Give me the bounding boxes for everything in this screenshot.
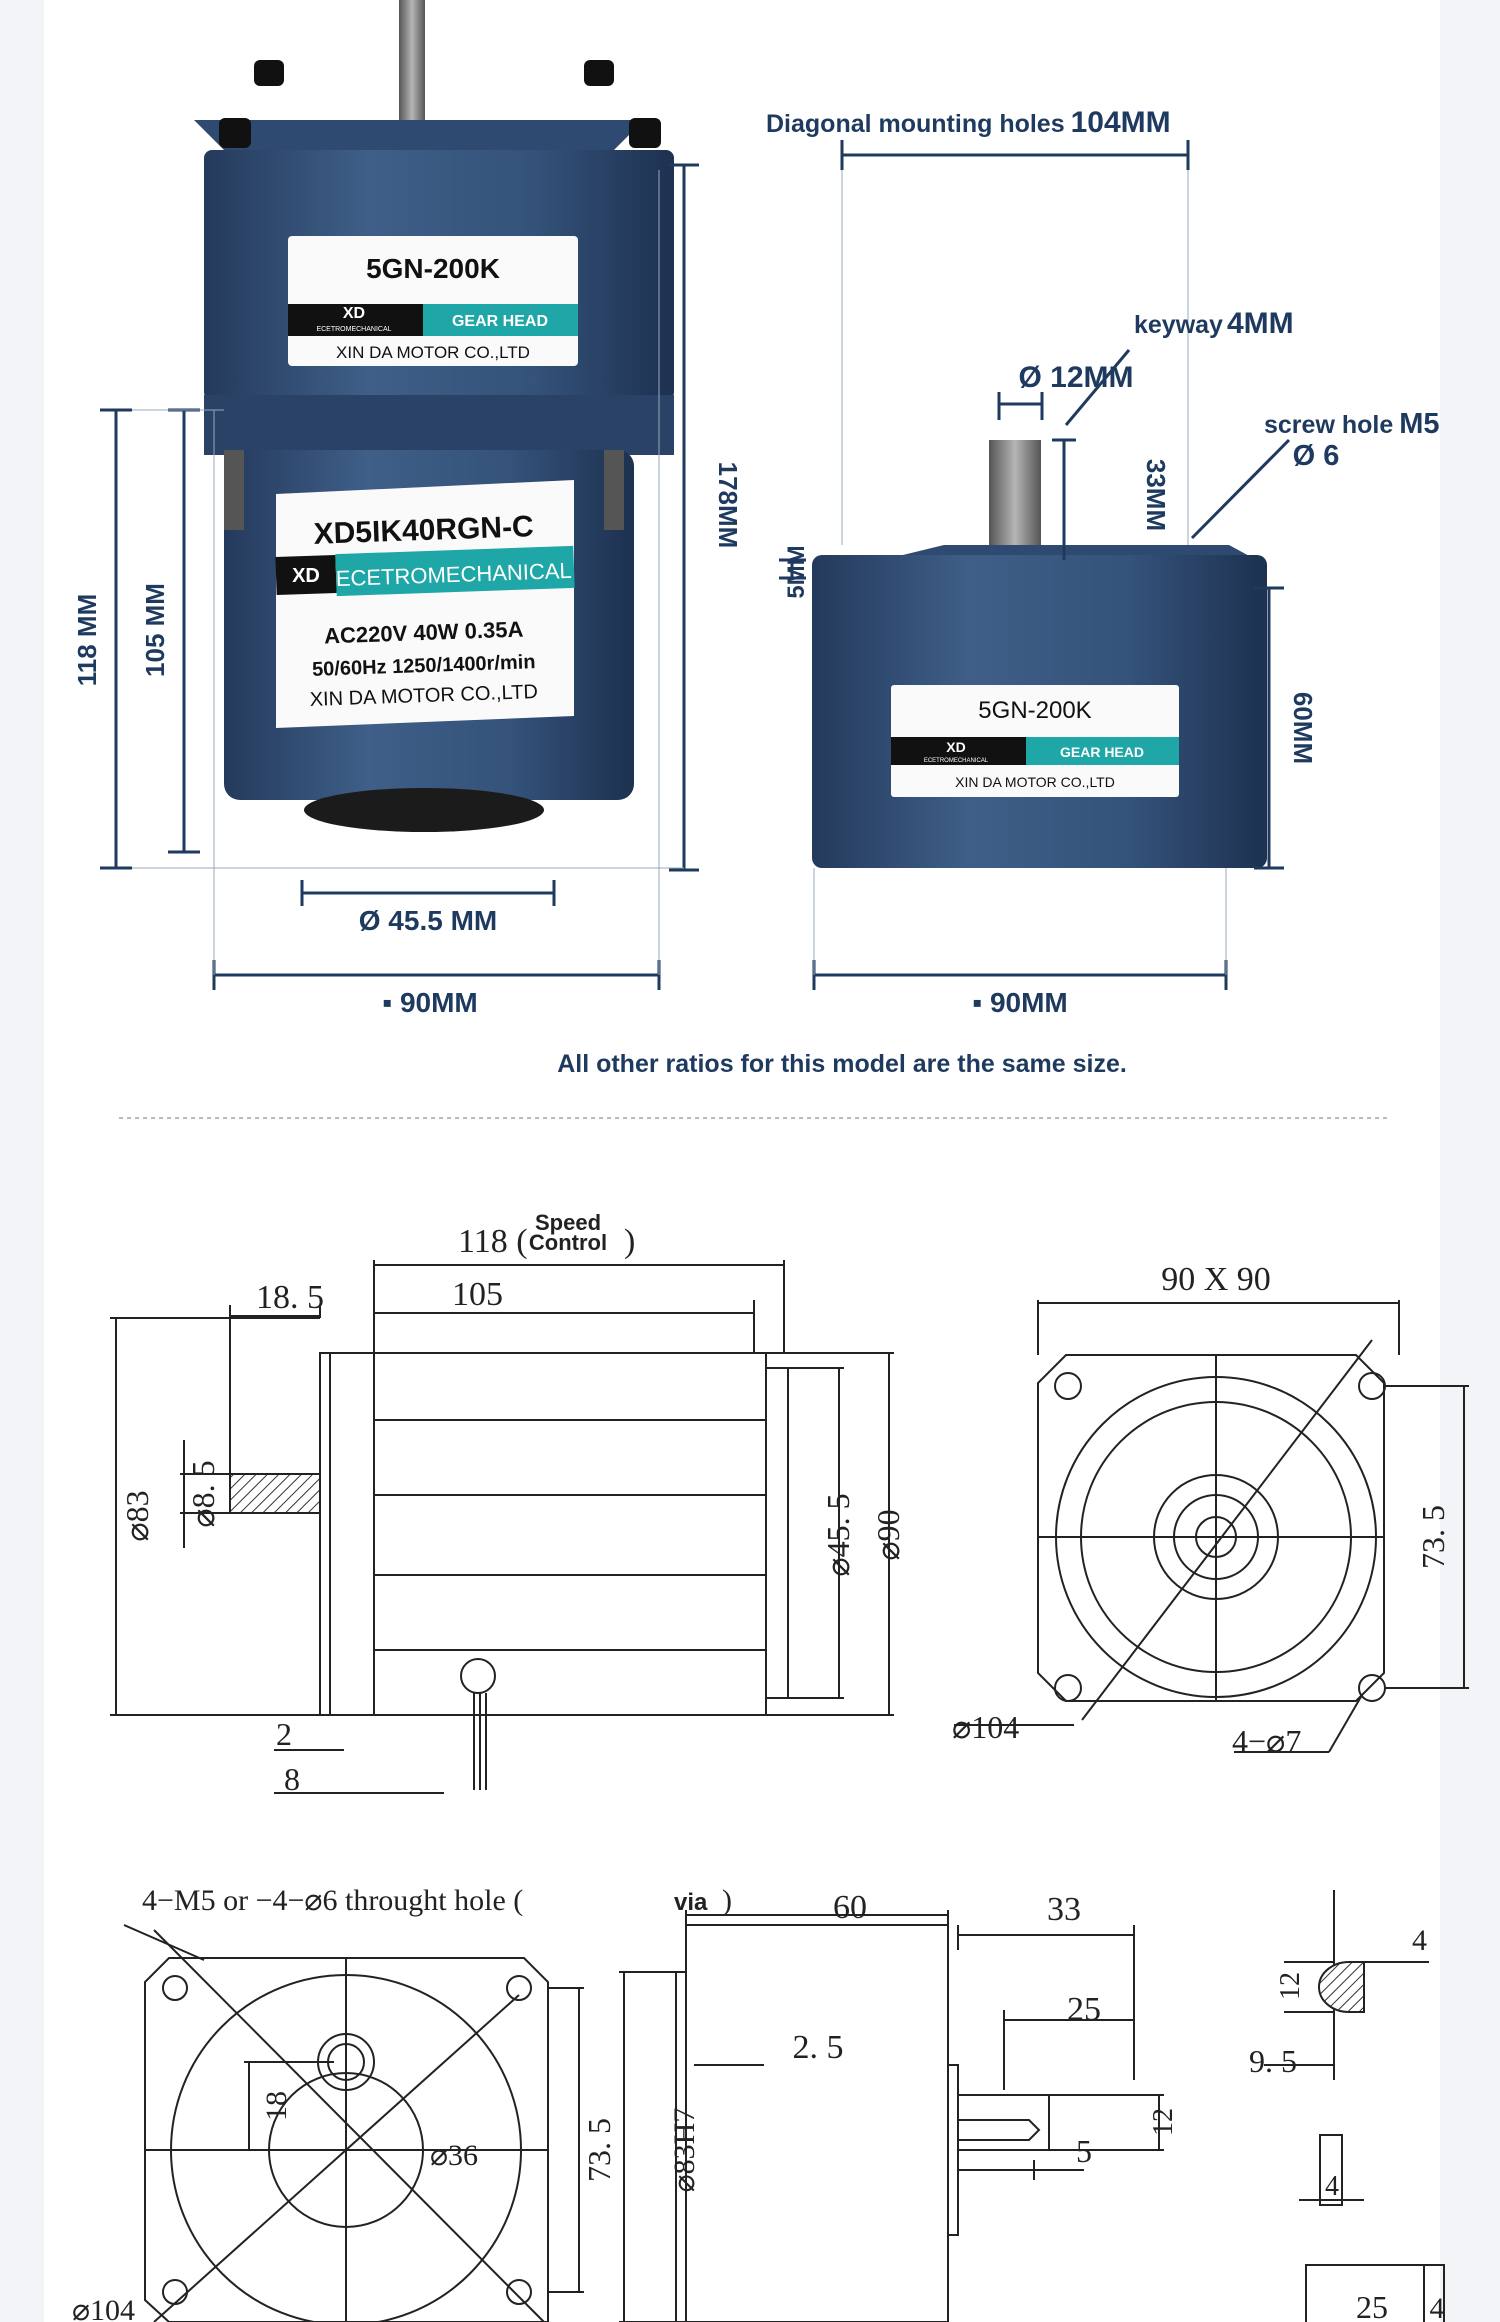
svg-text:ECETROMECHANICAL: ECETROMECHANICAL bbox=[924, 758, 989, 764]
drawing-side-view bbox=[110, 1260, 894, 1794]
dimension-sheet: 5GN-200K XD ECETROMECHANICAL GEAR HEAD X… bbox=[72, 0, 1469, 2322]
svg-text:Ø 6: Ø 6 bbox=[1293, 440, 1340, 472]
svg-text:2. 5: 2. 5 bbox=[793, 2029, 844, 2066]
svg-text:60: 60 bbox=[833, 1889, 867, 1926]
drawing-front-view-text: 90 X 90 73. 5 ⌀104 4−⌀7 bbox=[952, 1261, 1451, 1759]
drawing-gearbox-note: 4−M5 or −4−⌀6 throught hole ( via ) bbox=[142, 1884, 732, 1917]
svg-text:4−⌀7: 4−⌀7 bbox=[1232, 1723, 1301, 1759]
dim-diameter-label: Ø 45.5 MM bbox=[359, 905, 497, 936]
gear-label-company: XIN DA MOTOR CO.,LTD bbox=[336, 343, 530, 362]
dim-33-label: 33MM bbox=[1141, 459, 1171, 531]
shaft-hatch bbox=[229, 1473, 321, 1514]
right-extension-lines bbox=[813, 170, 1227, 975]
svg-text:⌀104: ⌀104 bbox=[952, 1709, 1019, 1745]
svg-text:Control: Control bbox=[529, 1230, 607, 1255]
svg-text:ECETROMECHANICAL: ECETROMECHANICAL bbox=[316, 326, 391, 333]
motor-shaft bbox=[399, 0, 425, 140]
gear-head-label: 5GN-200K XD ECETROMECHANICAL GEAR HEAD X… bbox=[288, 236, 578, 366]
svg-text:4: 4 bbox=[1412, 1924, 1427, 1957]
gearbox-label: 5GN-200K XD ECETROMECHANICAL GEAR HEAD X… bbox=[891, 685, 1179, 797]
svg-text:5: 5 bbox=[1076, 2133, 1092, 2169]
svg-text:GEAR HEAD: GEAR HEAD bbox=[1060, 744, 1144, 760]
svg-text:5GN-200K: 5GN-200K bbox=[978, 697, 1091, 724]
svg-text:⌀8. 5: ⌀8. 5 bbox=[185, 1460, 221, 1527]
svg-text:9. 5: 9. 5 bbox=[1249, 2043, 1297, 2079]
side-title-118: 118 ( bbox=[458, 1223, 528, 1260]
svg-text:⌀90: ⌀90 bbox=[870, 1509, 906, 1560]
dim-178-label: 178MM bbox=[713, 462, 743, 549]
dim-left-width-label: ▪ 90MM bbox=[382, 987, 478, 1018]
svg-text:2: 2 bbox=[276, 1716, 292, 1752]
svg-text:⌀104: ⌀104 bbox=[72, 2294, 135, 2322]
svg-text:4: 4 bbox=[1430, 2292, 1445, 2322]
motor-label-model: XD5IK40RGN-C bbox=[313, 510, 534, 551]
svg-text:33: 33 bbox=[1047, 1891, 1081, 1928]
svg-text:XIN DA MOTOR CO.,LTD: XIN DA MOTOR CO.,LTD bbox=[955, 774, 1115, 790]
svg-text:GEAR HEAD: GEAR HEAD bbox=[452, 313, 548, 330]
drawing-gearbox-front bbox=[123, 1924, 584, 2322]
svg-text:25: 25 bbox=[1067, 1991, 1101, 2028]
dim-5-label: 5MM bbox=[783, 545, 810, 598]
svg-text:XD: XD bbox=[343, 305, 365, 322]
product-page: 5GN-200K XD ECETROMECHANICAL GEAR HEAD X… bbox=[44, 0, 1469, 2322]
svg-text:105: 105 bbox=[452, 1276, 503, 1313]
dim-105-label: 105 MM bbox=[140, 583, 170, 677]
svg-text:12: 12 bbox=[1275, 1972, 1306, 2000]
svg-text:12: 12 bbox=[1148, 2108, 1179, 2136]
front-view-title: 90 X 90 bbox=[1161, 1261, 1271, 1298]
motor-label: XD5IK40RGN-C XD ECETROMECHANICAL AC220V … bbox=[275, 480, 575, 728]
motor-end-cap bbox=[304, 788, 544, 832]
dim-right-width-label: ▪ 90MM bbox=[972, 987, 1068, 1018]
svg-text:Speed: Speed bbox=[535, 1210, 601, 1235]
shaft-diameter-label: Ø 12MM bbox=[1018, 361, 1133, 394]
svg-text:4: 4 bbox=[1325, 2171, 1339, 2202]
svg-text:via: via bbox=[674, 1889, 708, 1916]
dim-60-label: 60MM bbox=[1288, 692, 1318, 764]
bolt-heads bbox=[219, 60, 661, 148]
svg-text:73. 5: 73. 5 bbox=[581, 2118, 617, 2182]
drawing-gearbox-front-text: 18 ⌀36 73. 5 ⌀104 bbox=[72, 2091, 617, 2322]
svg-text:XD: XD bbox=[292, 565, 320, 587]
drawing-side-view-text: 118 ( Speed Control ) 105 18. 5 ⌀83 ⌀8. … bbox=[119, 1210, 906, 1797]
drawing-gearbox-side bbox=[619, 1910, 1164, 2322]
svg-text:18: 18 bbox=[260, 2091, 293, 2121]
ratio-note: All other ratios for this model are the … bbox=[557, 1050, 1127, 1078]
svg-text:⌀45. 5: ⌀45. 5 bbox=[820, 1493, 856, 1576]
svg-text:): ) bbox=[722, 1884, 732, 1917]
gearbox-shaft bbox=[989, 440, 1041, 560]
left-dimension-lines bbox=[100, 163, 699, 990]
gear-label-model: 5GN-200K bbox=[366, 253, 500, 284]
svg-text:25: 25 bbox=[1356, 2289, 1388, 2322]
drawing-keyway-detail bbox=[1264, 1890, 1445, 2322]
svg-text:): ) bbox=[624, 1223, 635, 1260]
svg-text:XD: XD bbox=[946, 739, 965, 755]
drawing-keyway-text: 12 4 9. 5 4 25 4 bbox=[1249, 1924, 1445, 2322]
svg-text:⌀83H7: ⌀83H7 bbox=[668, 2108, 701, 2193]
dim-118-label: 118 MM bbox=[72, 594, 102, 687]
svg-text:⌀83: ⌀83 bbox=[119, 1490, 155, 1541]
svg-text:⌀36: ⌀36 bbox=[430, 2139, 478, 2172]
svg-text:8: 8 bbox=[284, 1761, 300, 1797]
drawing-front-view bbox=[954, 1300, 1469, 1753]
mounting-note: 4−M5 or −4−⌀6 throught hole ( bbox=[142, 1884, 523, 1917]
svg-text:18. 5: 18. 5 bbox=[256, 1279, 324, 1316]
right-dimension-lines bbox=[779, 140, 1291, 990]
right-gearbox-photo: 5GN-200K XD ECETROMECHANICAL GEAR HEAD X… bbox=[766, 106, 1440, 1018]
left-extension-lines bbox=[132, 170, 684, 975]
left-motor-photo: 5GN-200K XD ECETROMECHANICAL GEAR HEAD X… bbox=[72, 0, 743, 1018]
drawing-gearbox-side-text: 60 33 25 2. 5 ⌀83H7 12 5 bbox=[668, 1889, 1179, 2192]
svg-text:73. 5: 73. 5 bbox=[1415, 1505, 1451, 1569]
